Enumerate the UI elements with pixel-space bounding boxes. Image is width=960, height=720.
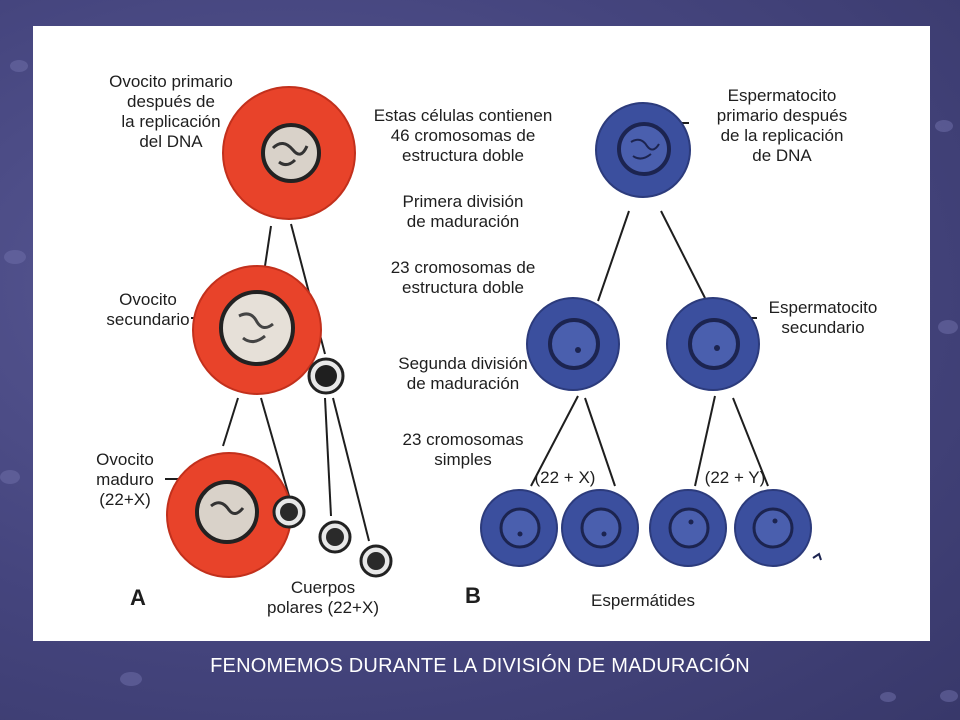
label-23-simple: 23 cromosomas simples <box>402 430 524 469</box>
spermatid-3 <box>649 489 727 567</box>
polar-body-2 <box>272 495 306 529</box>
label-spermatids: Espermátides <box>591 591 695 610</box>
label-first-division: Primera división de maduración <box>402 192 524 231</box>
label-mature-oocyte: Ovocito maduro (22+X) <box>96 450 154 509</box>
maturation-diagram <box>165 86 822 578</box>
background-dot <box>10 60 28 72</box>
spermatid-2 <box>561 489 639 567</box>
label-22-y: (22 + Y) <box>704 468 766 487</box>
background-dot <box>935 120 953 132</box>
label-primary-spermatocyte: Espermatocito primario después de la rep… <box>716 86 848 165</box>
label-secondary-oocyte: Ovocito secundario <box>106 290 190 329</box>
background-dot <box>940 690 958 702</box>
spermatid-1 <box>480 489 558 567</box>
background-dot <box>938 320 958 334</box>
background-dot <box>880 692 896 702</box>
label-primary-oocyte: Ovocito primario después de la replicaci… <box>109 72 233 151</box>
secondary-spermatocyte-2 <box>666 297 760 391</box>
label-46-chromosomes: Estas células contienen 46 cromosomas de… <box>373 106 553 165</box>
secondary-spermatocyte-1 <box>526 297 620 391</box>
polar-body-4 <box>359 544 393 578</box>
label-panel-b: B <box>465 583 481 608</box>
spermatogenesis-lines <box>530 122 769 487</box>
background-dot <box>4 250 26 264</box>
background-dot <box>120 672 142 686</box>
slide-caption: FENOMEMOS DURANTE LA DIVISIÓN DE MADURAC… <box>210 655 750 677</box>
oogenesis-lines <box>165 125 370 542</box>
polar-body-3 <box>318 520 352 554</box>
primary-spermatocyte <box>595 102 691 198</box>
label-secondary-spermatocyte: Espermatocito secundario <box>768 298 878 337</box>
label-panel-a: A <box>130 585 146 610</box>
label-second-division: Segunda división de maduración <box>398 354 528 393</box>
secondary-oocyte <box>192 265 322 395</box>
label-22-x: (22 + X) <box>534 468 596 487</box>
label-23-double: 23 cromosomas de estructura doble <box>390 258 536 297</box>
diagram-panel: Ovocito primario después de la replicaci… <box>33 26 930 641</box>
label-polar-bodies: Cuerpos polares (22+X) <box>267 578 379 617</box>
spermatid-4 <box>734 489 822 567</box>
background-dot <box>0 470 20 484</box>
primary-oocyte <box>222 86 356 220</box>
polar-body-1 <box>307 357 345 395</box>
mature-oocyte <box>166 452 292 578</box>
